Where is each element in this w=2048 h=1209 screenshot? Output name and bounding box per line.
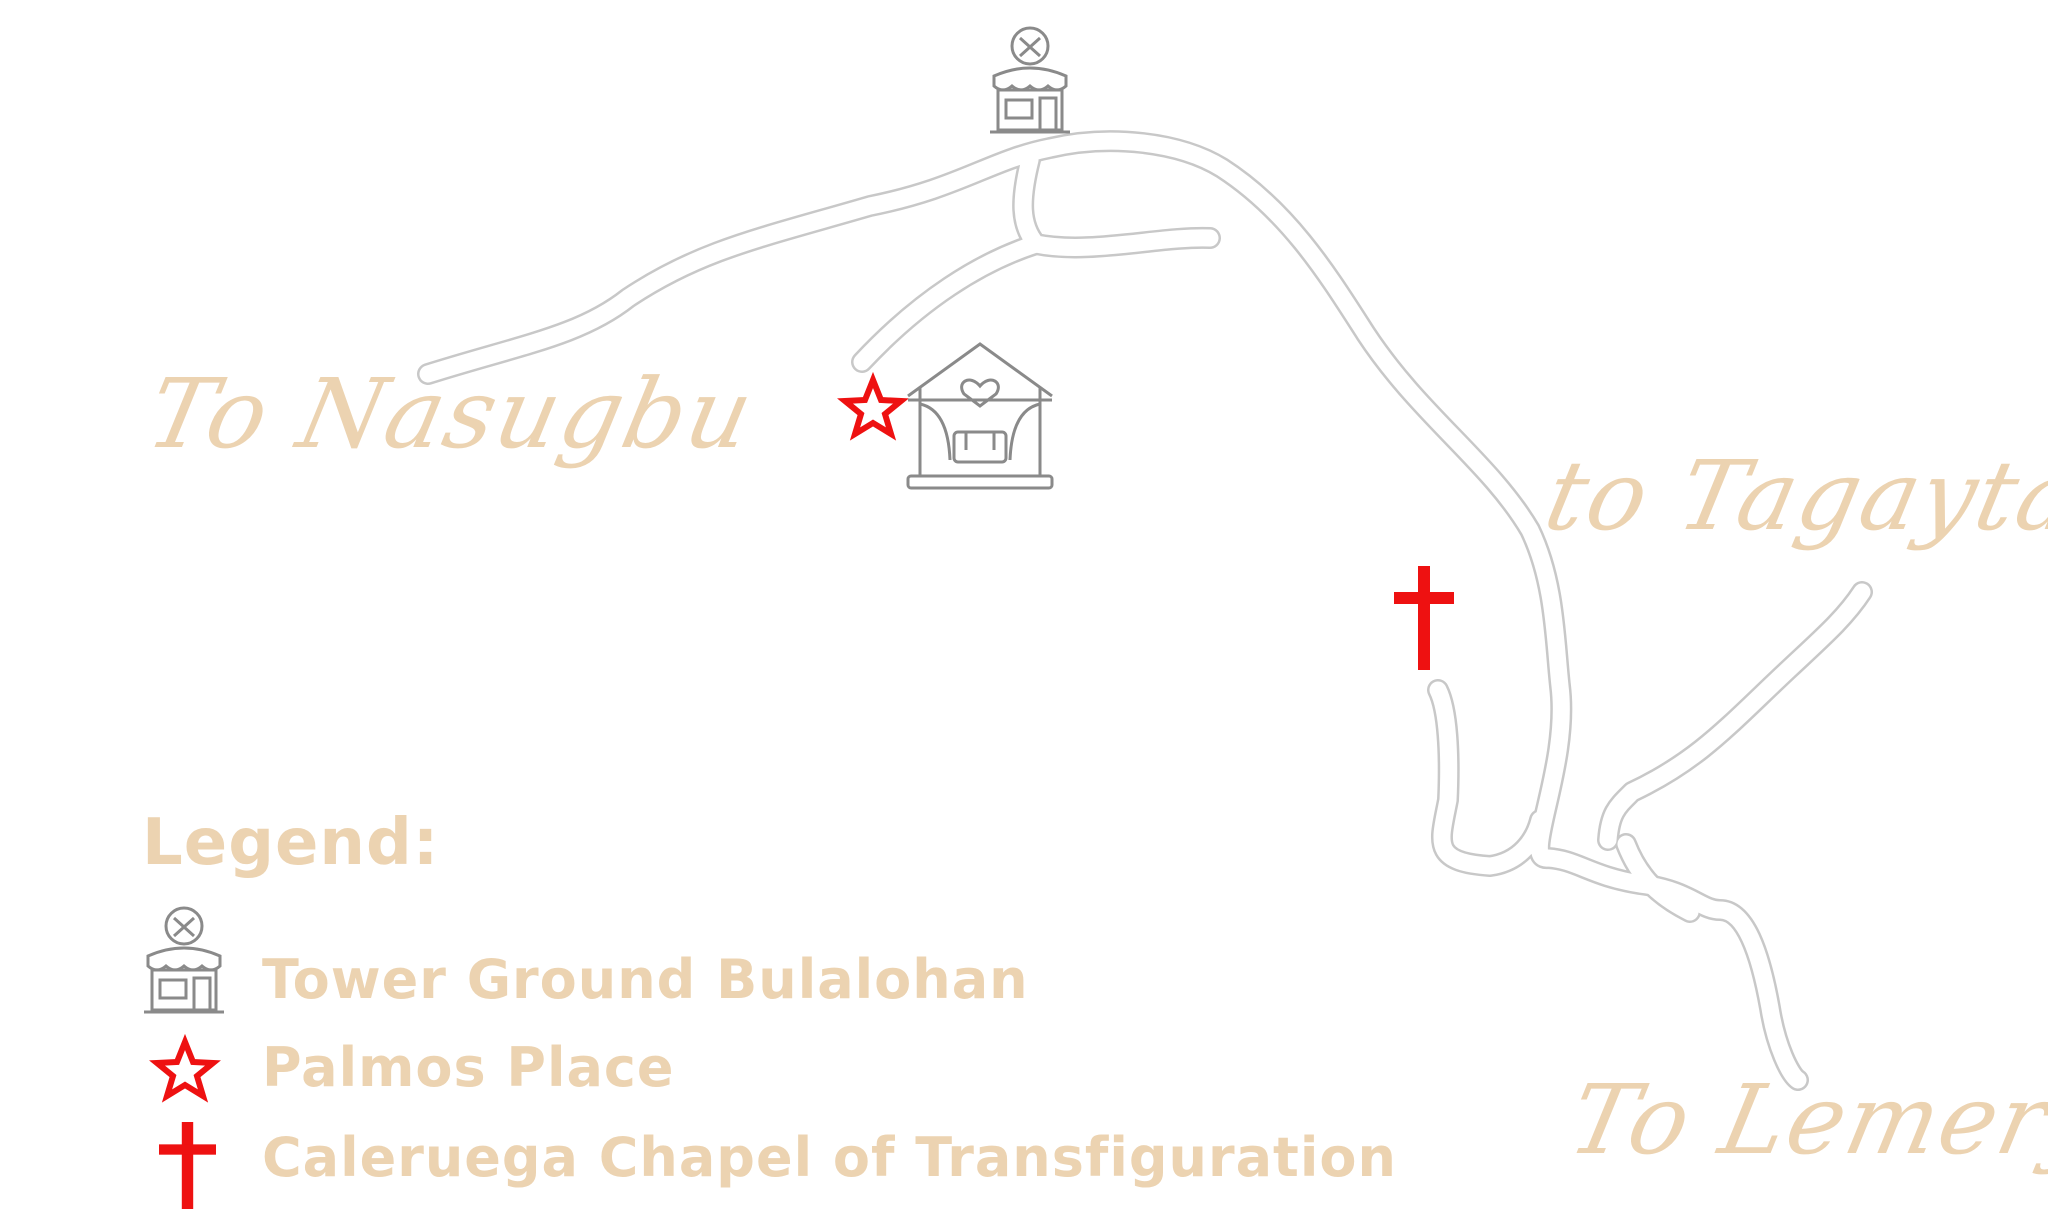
legend-label-tower-ground: Tower Ground Bulalohan xyxy=(262,948,1029,1011)
destination-tagaytay: to Tagaytay xyxy=(1536,440,2048,552)
legend-label-palmos-place: Palmos Place xyxy=(262,1036,675,1099)
legend-label-caleruega-chapel: Caleruega Chapel of Transfiguration xyxy=(262,1126,1397,1189)
legend-star-icon xyxy=(157,1042,213,1096)
star-icon[interactable] xyxy=(845,380,901,434)
legend-title: Legend: xyxy=(142,806,440,880)
restaurant-shop-icon[interactable] xyxy=(988,26,1072,134)
road-network xyxy=(417,130,1873,1091)
legend-restaurant-shop-icon xyxy=(142,906,226,1014)
cross-icon[interactable] xyxy=(1394,566,1454,670)
legend-cross-icon xyxy=(159,1122,216,1209)
destination-nasugbu: To Nasugbu xyxy=(138,358,764,470)
wedding-venue-icon[interactable] xyxy=(906,342,1054,490)
destination-lemery: To Lemery xyxy=(1560,1064,2048,1176)
